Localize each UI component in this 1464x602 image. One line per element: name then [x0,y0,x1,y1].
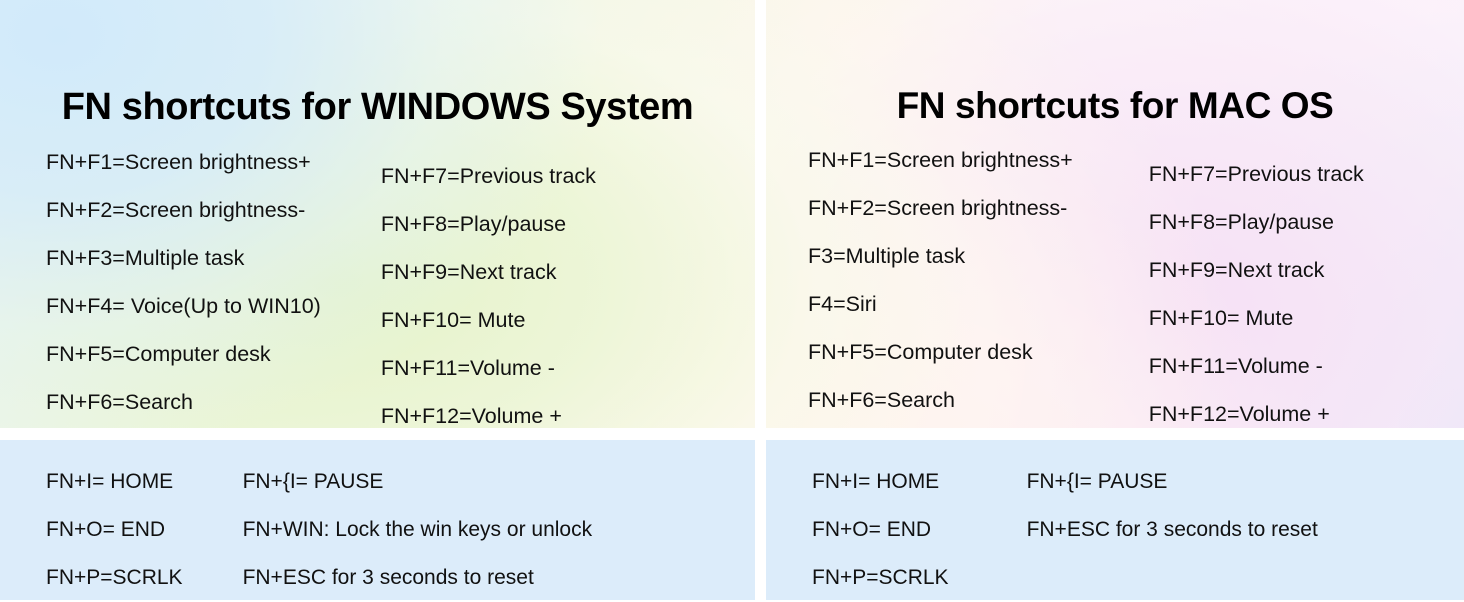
shortcut-row: FN+F2=Screen brightness- [46,198,306,222]
shortcut-row: FN+F7=Previous track [1148,162,1364,186]
mac-shortcuts-panel: FN shortcuts for MAC OS FN+F1=Screen bri… [766,0,1464,428]
horizontal-divider-left [0,428,755,440]
shortcut-row: FN+F6=Search [46,390,193,414]
mac-extra-grid: FN+I= HOME FN+O= END FN+P=SCRLK FN+{I= P… [812,458,1318,602]
shortcut-row: FN+F3=Multiple task [46,246,245,270]
shortcut-row: FN+F7=Previous track [380,164,596,188]
windows-panel-title: FN shortcuts for WINDOWS System [61,86,694,129]
shortcut-row: FN+WIN: Lock the win keys or unlock [242,518,593,541]
mac-fn-column-left: FN+F1=Screen brightness+ FN+F2=Screen br… [808,136,1073,424]
windows-fn-column-left: FN+F1=Screen brightness+ FN+F2=Screen br… [46,138,321,426]
mac-extra-column-right: FN+{I= PAUSE FN+ESC for 3 seconds to res… [1027,458,1318,602]
shortcut-row: FN+F8=Play/pause [380,212,567,236]
shortcut-row: FN+F12=Volume + [380,404,562,428]
shortcut-row: FN+F5=Computer desk [46,342,271,366]
shortcut-row: FN+F9=Next track [380,260,557,284]
shortcut-row: FN+{I= PAUSE [242,470,384,493]
shortcut-row: FN+F11=Volume - [380,356,555,380]
mac-fn-column-right: FN+F7=Previous track FN+F8=Play/pause FN… [1148,136,1364,426]
shortcut-row: FN+ESC for 3 seconds to reset [1026,518,1318,541]
shortcut-row: F4=Siri [808,292,877,316]
shortcut-row: FN+F10= Mute [380,308,526,332]
mac-panel-title: FN shortcuts for MAC OS [896,84,1334,126]
shortcut-row: FN+F10= Mute [1148,306,1294,330]
shortcut-row: FN+O= END [46,518,166,541]
shortcut-row: FN+F8=Play/pause [1148,210,1334,234]
windows-extra-column-right: FN+{I= PAUSE FN+WIN: Lock the win keys o… [243,458,593,602]
shortcut-row: FN+O= END [812,518,932,541]
shortcut-row: FN+P=SCRLK [46,566,183,589]
shortcut-row: FN+F1=Screen brightness+ [808,148,1073,172]
shortcut-row: FN+ESC for 3 seconds to reset [242,566,534,589]
shortcut-row: FN+{I= PAUSE [1026,470,1168,493]
shortcut-row: F3=Multiple task [808,244,966,268]
horizontal-divider-right [766,428,1464,440]
shortcut-row: FN+F11=Volume - [1148,354,1323,378]
shortcut-row: FN+F2=Screen brightness- [808,196,1068,220]
shortcut-row: FN+I= HOME [46,470,174,493]
windows-extra-shortcuts-panel: FN+I= HOME FN+O= END FN+P=SCRLK FN+{I= P… [0,440,755,600]
windows-shortcuts-panel: FN shortcuts for WINDOWS System FN+F1=Sc… [0,0,755,428]
mac-function-key-grid: FN+F1=Screen brightness+ FN+F2=Screen br… [808,136,1364,426]
shortcut-row: FN+I= HOME [812,470,940,493]
shortcut-row: FN+F12=Volume + [1148,402,1330,426]
windows-extra-column-left: FN+I= HOME FN+O= END FN+P=SCRLK [46,458,183,602]
shortcut-row: FN+F5=Computer desk [808,340,1033,364]
shortcut-row: FN+F1=Screen brightness+ [46,150,311,174]
shortcut-row: FN+F9=Next track [1148,258,1325,282]
mac-extra-column-left: FN+I= HOME FN+O= END FN+P=SCRLK [812,458,949,602]
shortcut-row: FN+F4= Voice(Up to WIN10) [46,294,321,318]
vertical-divider [755,0,766,600]
windows-fn-column-right: FN+F7=Previous track FN+F8=Play/pause FN… [380,138,596,428]
windows-extra-grid: FN+I= HOME FN+O= END FN+P=SCRLK FN+{I= P… [46,458,592,602]
shortcut-row: FN+F6=Search [808,388,955,412]
shortcut-row: FN+P=SCRLK [812,566,949,589]
windows-function-key-grid: FN+F1=Screen brightness+ FN+F2=Screen br… [46,138,596,428]
mac-extra-shortcuts-panel: FN+I= HOME FN+O= END FN+P=SCRLK FN+{I= P… [766,440,1464,600]
